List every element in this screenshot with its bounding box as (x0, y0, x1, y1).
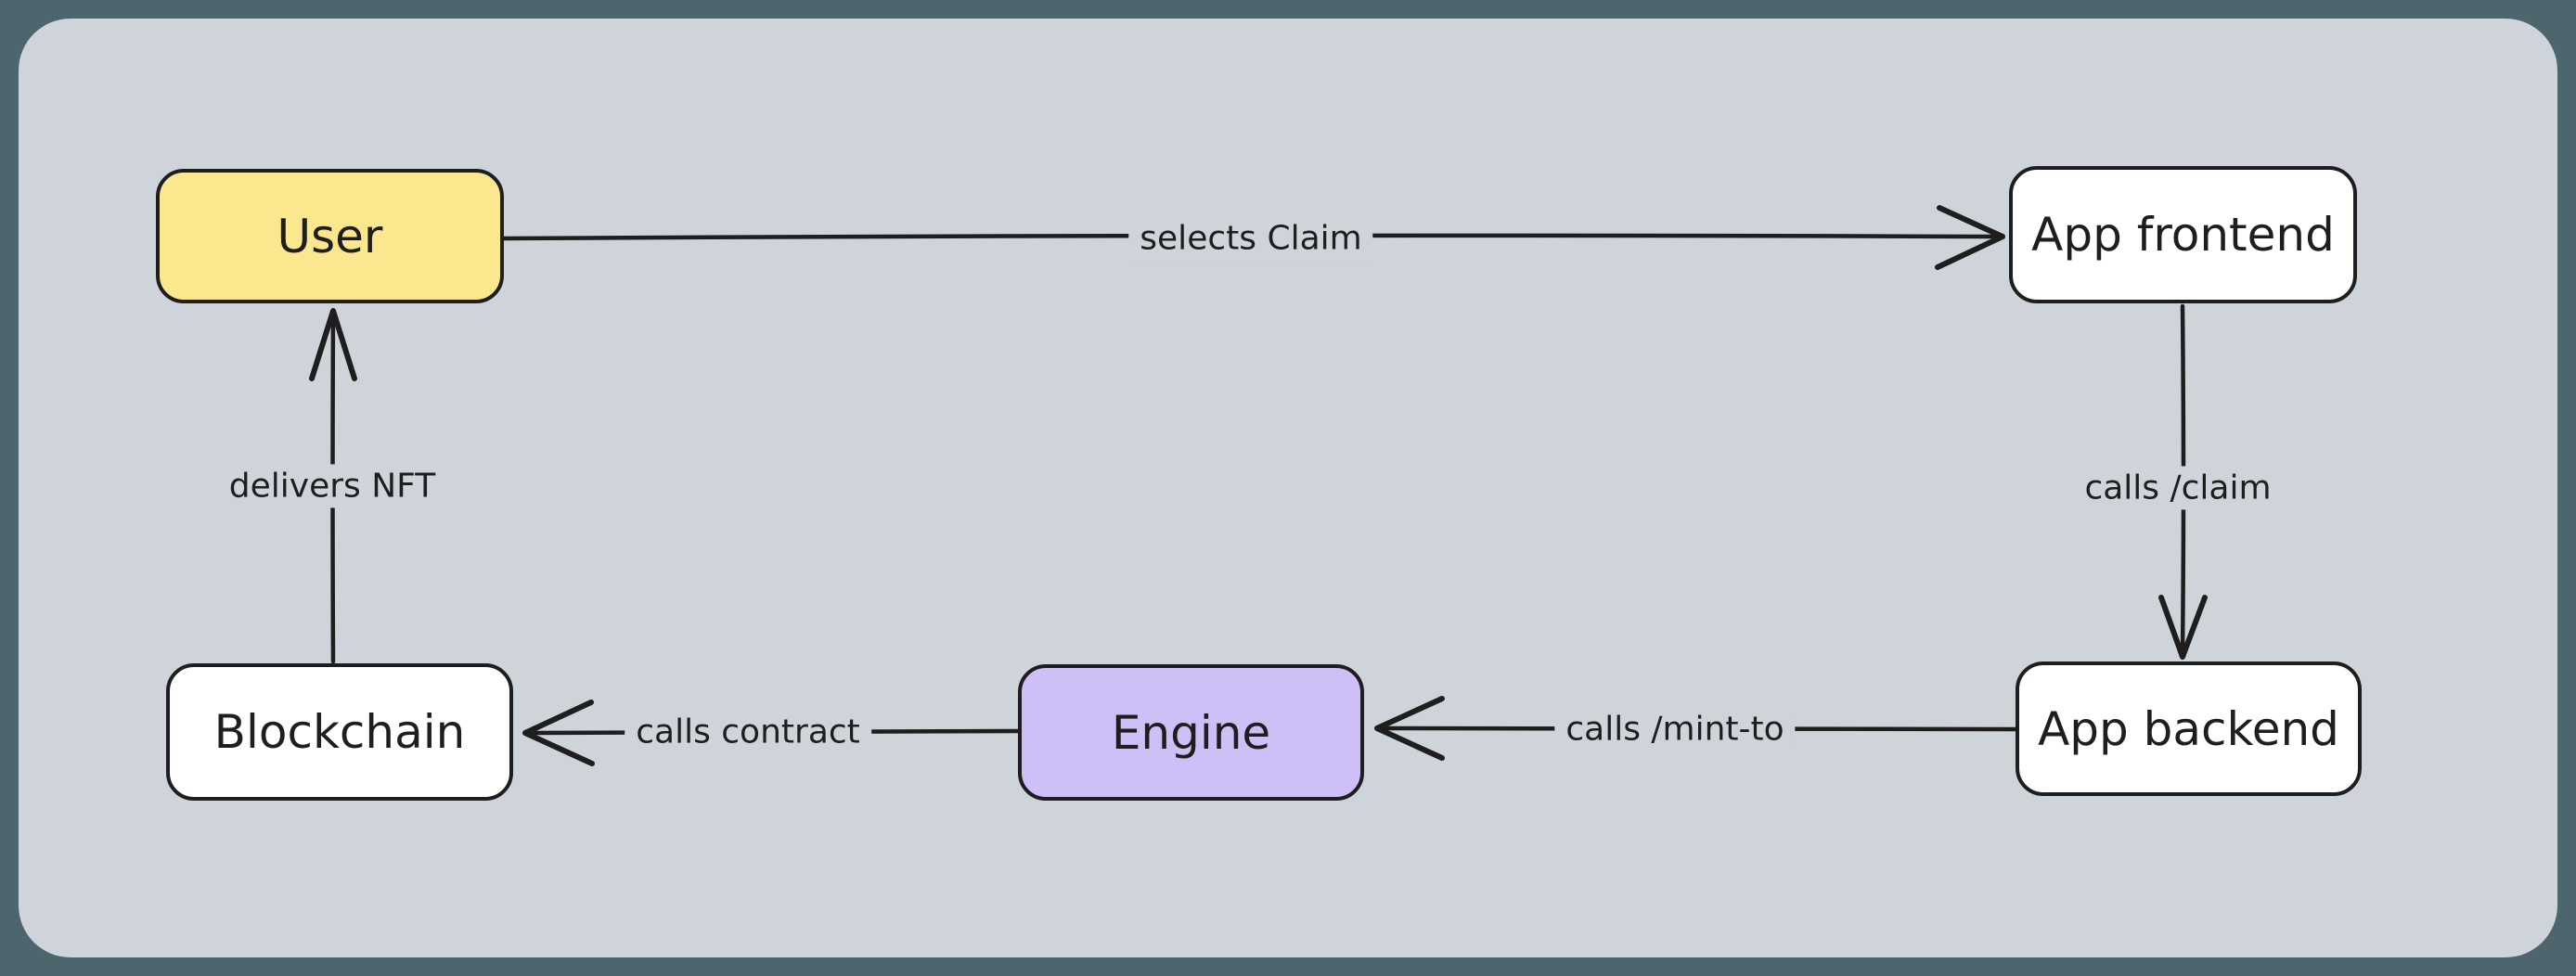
node-blockchain: Blockchain (166, 663, 513, 801)
edge-label-calls-claim: calls /claim (2073, 466, 2283, 510)
node-engine: Engine (1018, 664, 1364, 801)
edge-label-calls-mint-to: calls /mint-to (1554, 707, 1796, 751)
node-engine-label: Engine (1111, 705, 1271, 760)
edge-label-selects-claim: selects Claim (1128, 216, 1373, 261)
node-blockchain-label: Blockchain (213, 705, 466, 759)
edge-label-delivers-nft: delivers NFT (217, 464, 447, 508)
node-app-frontend: App frontend (2009, 166, 2357, 303)
node-app-frontend-label: App frontend (2031, 208, 2335, 262)
node-app-backend-label: App backend (2038, 701, 2339, 756)
node-user-label: User (277, 209, 383, 263)
node-user: User (156, 169, 504, 303)
edge-label-calls-contract: calls contract (625, 710, 871, 754)
node-app-backend: App backend (2016, 661, 2362, 796)
